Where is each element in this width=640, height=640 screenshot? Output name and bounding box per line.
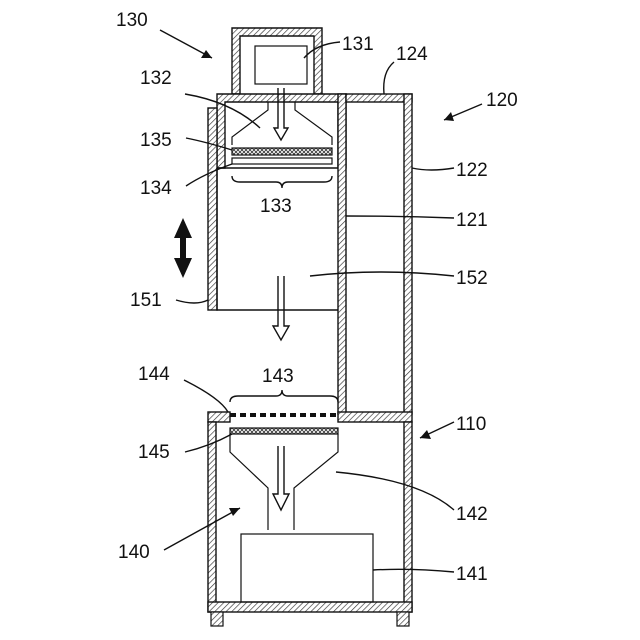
leader-152 <box>310 272 454 276</box>
label-144: 144 <box>138 364 170 385</box>
label-145: 145 <box>138 442 170 463</box>
label-133: 133 <box>260 196 292 217</box>
slide-direction-arrow <box>174 218 192 278</box>
leader-141 <box>373 569 454 572</box>
label-131: 131 <box>342 34 374 55</box>
outer-wall-122 <box>404 94 412 414</box>
arrow-down-duct <box>273 276 289 340</box>
leader-121 <box>346 216 454 218</box>
leader-120-head <box>444 112 454 121</box>
label-124: 124 <box>396 44 428 65</box>
leader-130-head <box>201 50 212 58</box>
foot-right <box>397 612 409 626</box>
top-wall-124 <box>346 94 412 102</box>
label-142: 142 <box>456 504 488 525</box>
leader-124 <box>384 62 394 94</box>
label-143: 143 <box>262 366 294 387</box>
label-132: 132 <box>140 68 172 89</box>
sliding-wall-151 <box>208 108 217 310</box>
label-140: 140 <box>118 542 150 563</box>
base-left-cap <box>208 412 230 422</box>
brace-143 <box>230 390 338 402</box>
base-left-wall <box>208 422 216 612</box>
label-152: 152 <box>456 268 488 289</box>
filter-145 <box>230 428 338 434</box>
label-110: 110 <box>456 414 486 435</box>
label-122: 122 <box>456 160 488 181</box>
label-130: 130 <box>116 10 148 31</box>
component-131-box <box>255 46 307 84</box>
container-141 <box>241 534 373 602</box>
leader-110-head <box>420 430 431 439</box>
partition-121 <box>338 94 346 414</box>
label-151: 151 <box>130 290 162 311</box>
arrow-down-base <box>273 446 289 510</box>
label-121: 121 <box>456 210 488 231</box>
filter-layer-134 <box>232 158 332 164</box>
label-141: 141 <box>456 564 488 585</box>
slide-assembly <box>174 108 346 340</box>
base-floor <box>208 602 412 612</box>
shelf <box>338 412 412 422</box>
top-unit-130 <box>217 28 346 188</box>
label-135: 135 <box>140 130 172 151</box>
leader-140-head <box>229 508 240 516</box>
label-120: 120 <box>486 90 518 111</box>
upper-chamber-top-wall <box>217 94 346 168</box>
filter-layer-135 <box>232 148 332 155</box>
leader-151 <box>176 300 208 303</box>
leader-142 <box>336 472 454 510</box>
leader-140 <box>164 508 240 550</box>
duct-152-outline <box>217 168 346 310</box>
base-right-wall <box>404 422 412 612</box>
brace-133 <box>232 176 332 188</box>
tower-120 <box>338 94 412 414</box>
leader-144 <box>184 380 228 412</box>
label-134: 134 <box>140 178 172 199</box>
foot-left <box>211 612 223 626</box>
leader-122 <box>412 168 454 170</box>
